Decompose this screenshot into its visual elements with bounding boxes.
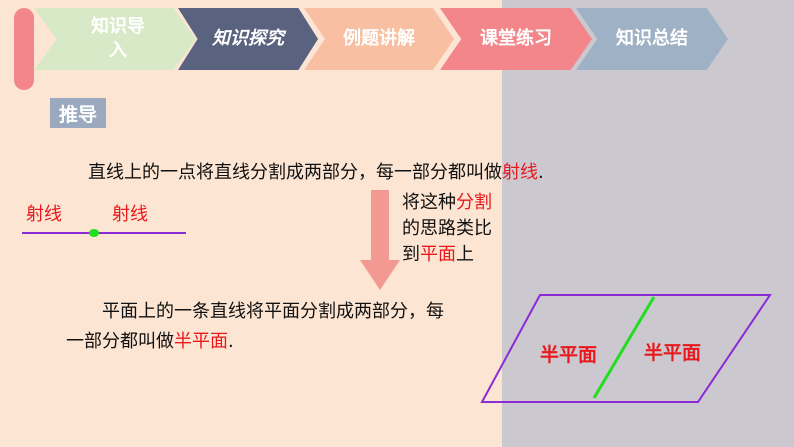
analogy-line-2: 的思路类比 — [402, 218, 492, 239]
section-tab-marker — [14, 8, 34, 90]
ray-definition-text: 直线上的一点将直线分割成两部分，每一部分都叫做 — [88, 162, 502, 183]
note-term-split: 分割 — [456, 192, 492, 213]
nav-item-explore[interactable]: 知识探究 — [178, 8, 318, 70]
nav-item-label: 知识总结 — [616, 28, 688, 49]
note-text: 到 — [402, 244, 420, 265]
nav-item-label: 例题讲解 — [343, 28, 415, 49]
note-text: 上 — [456, 244, 474, 265]
half-plane-label-left: 半平面 — [540, 344, 598, 366]
ray-label-right: 射线 — [112, 204, 148, 225]
left-background — [0, 0, 502, 447]
definition-end: . — [228, 331, 234, 352]
down-arrow-icon — [360, 190, 400, 290]
right-background — [502, 0, 794, 447]
analogy-line-3: 到平面上 — [402, 242, 492, 268]
nav-item-label: 课堂练习 — [480, 28, 552, 49]
split-point — [89, 229, 99, 237]
ray-definition: 直线上的一点将直线分割成两部分，每一部分都叫做射线. — [88, 158, 544, 184]
nav-item-practice[interactable]: 课堂练习 — [440, 8, 592, 70]
dividing-line — [592, 296, 656, 399]
nav-bar: 知识导入 知识探究 例题讲解 课堂练习 知识总结 — [0, 0, 794, 80]
half-plane-label-right: 半平面 — [644, 342, 702, 364]
plane-parallelogram — [480, 294, 772, 403]
definition-text: 一部分都叫做 — [66, 331, 174, 352]
analogy-line-1: 将这种分割 — [402, 190, 492, 216]
nav-item-intro[interactable]: 知识导入 — [34, 8, 196, 70]
derivation-badge: 推导 — [50, 98, 106, 128]
half-plane-term: 半平面 — [174, 331, 228, 352]
ray-definition-end: . — [538, 162, 544, 183]
definition-line-2: 一部分都叫做半平面. — [66, 327, 536, 357]
half-plane-definition: 平面上的一条直线将平面分割成两部分，每 一部分都叫做半平面. — [66, 297, 536, 357]
note-text: 将这种 — [402, 192, 456, 213]
nav-item-label: 知识探究 — [212, 28, 284, 49]
ray-label-left: 射线 — [26, 204, 62, 225]
nav-item-summary[interactable]: 知识总结 — [576, 8, 728, 70]
ray-term: 射线 — [502, 162, 538, 183]
note-term-plane: 平面 — [420, 244, 456, 265]
nav-item-label: 知识导入 — [91, 16, 145, 61]
nav-item-examples[interactable]: 例题讲解 — [304, 8, 454, 70]
definition-line-1: 平面上的一条直线将平面分割成两部分，每 — [102, 301, 444, 322]
analogy-note: 将这种分割 的思路类比 到平面上 — [402, 190, 492, 268]
